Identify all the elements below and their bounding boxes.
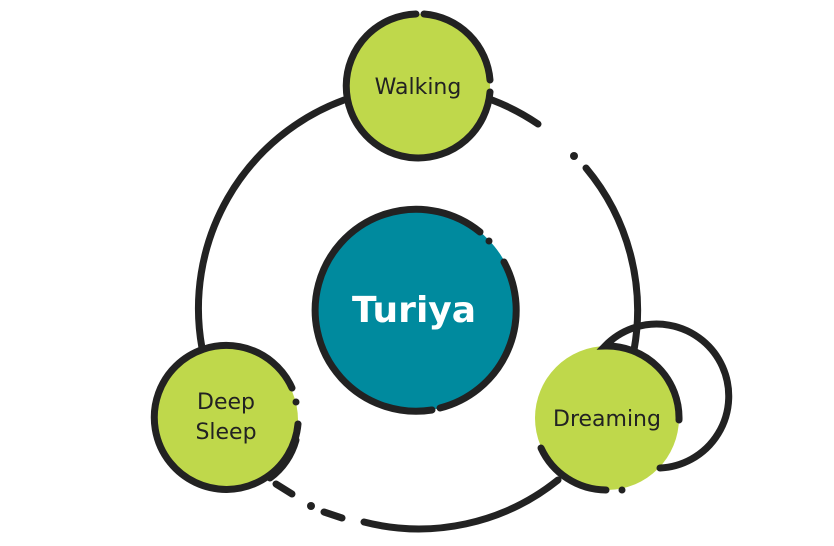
ring-dot-top-right [570, 152, 578, 160]
walking-circle [346, 14, 490, 158]
ring-arc-left [194, 96, 348, 352]
ring-arc-bottom-right [360, 476, 562, 533]
dreaming-outline-dot [618, 486, 626, 494]
deep-sleep-outline-main [150, 341, 302, 493]
dreaming-outline-bottom [537, 444, 610, 494]
ring-dash-bottom-left-2 [272, 480, 296, 498]
center-label: Turiya [352, 290, 476, 331]
walking-outline-arc [420, 10, 494, 84]
deep-sleep-outline-arc [266, 436, 300, 482]
center-outline-main [311, 205, 484, 415]
ring-dash-bottom-left-1 [320, 508, 346, 522]
dreaming-outline-main [596, 320, 733, 472]
state-node-dreaming: Dreaming [535, 320, 733, 494]
state-node-deep-sleep: Deep Sleep [150, 341, 302, 493]
deep-sleep-outline-dot [292, 398, 300, 406]
ring-arc-right [582, 164, 642, 354]
center-outline-arc [436, 258, 520, 412]
dreaming-circle [535, 346, 679, 490]
deep-sleep-label-line-1: Deep [197, 390, 255, 415]
state-node-walking: Walking [342, 10, 494, 162]
walking-label: Walking [375, 75, 462, 100]
deep-sleep-circle [154, 348, 298, 492]
walking-outline-main [342, 10, 494, 162]
dreaming-label: Dreaming [553, 407, 661, 432]
deep-sleep-label-line-2: Sleep [195, 420, 256, 445]
ring-dot-bottom-left [307, 502, 315, 510]
center-outline-dot [485, 237, 493, 245]
center-circle [315, 209, 517, 411]
center-node-turiya: Turiya [311, 205, 520, 415]
ring-arc-top-right [488, 96, 542, 128]
